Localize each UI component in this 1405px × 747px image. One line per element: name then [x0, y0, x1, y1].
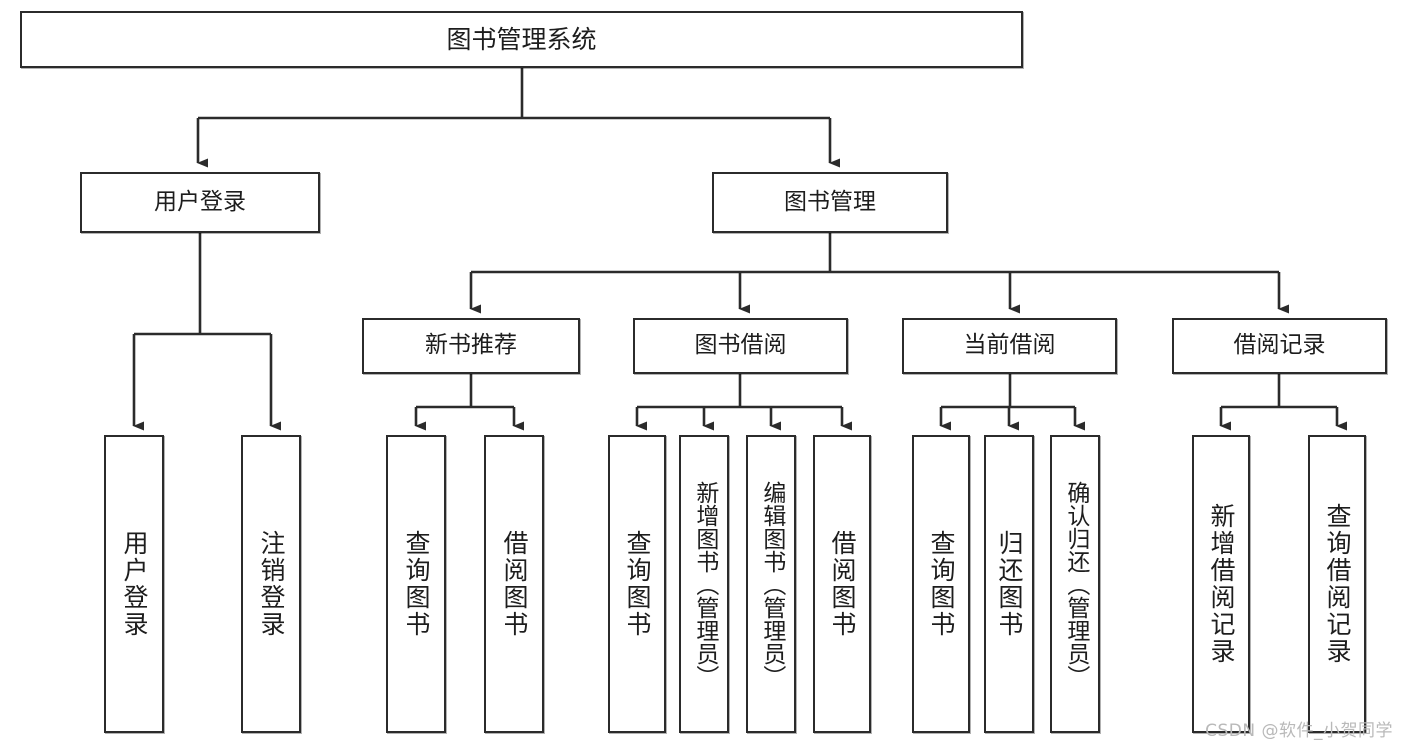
node-new-book-recommend-label: 新书推荐 [425, 332, 517, 359]
node-leaf-borrow-book[interactable]: 借阅图书 [813, 435, 871, 733]
node-leaf-query-record-label: 查询借阅记录 [1323, 503, 1352, 665]
node-leaf-add-record-label: 新增借阅记录 [1207, 503, 1236, 665]
node-book-manage[interactable]: 图书管理 [712, 172, 948, 233]
node-leaf-borrow-book-rec-label: 借阅图书 [500, 530, 529, 638]
node-leaf-query-book-cur[interactable]: 查询图书 [912, 435, 970, 733]
node-leaf-query-record[interactable]: 查询借阅记录 [1308, 435, 1366, 733]
node-leaf-add-book[interactable]: 新增图书（管理员） [679, 435, 729, 733]
node-borrow-record-label: 借阅记录 [1233, 332, 1326, 359]
node-leaf-add-record[interactable]: 新增借阅记录 [1192, 435, 1250, 733]
node-current-borrow-label: 当前借阅 [963, 332, 1056, 359]
node-leaf-query-book-borrow[interactable]: 查询图书 [608, 435, 666, 733]
node-leaf-user-logout[interactable]: 注销登录 [241, 435, 301, 733]
node-borrow-record[interactable]: 借阅记录 [1172, 318, 1387, 374]
node-leaf-query-book-cur-label: 查询图书 [927, 530, 956, 638]
node-user-login-label: 用户登录 [154, 188, 246, 215]
node-leaf-confirm-return[interactable]: 确认归还（管理员） [1050, 435, 1100, 733]
node-leaf-borrow-book-rec[interactable]: 借阅图书 [484, 435, 544, 733]
node-leaf-user-login-label: 用户登录 [120, 530, 149, 638]
node-root-label: 图书管理系统 [446, 24, 597, 54]
node-leaf-user-login[interactable]: 用户登录 [104, 435, 164, 733]
node-user-login[interactable]: 用户登录 [80, 172, 320, 233]
node-leaf-query-book-rec-label: 查询图书 [402, 530, 431, 638]
node-root[interactable]: 图书管理系统 [20, 11, 1023, 68]
node-leaf-edit-book[interactable]: 编辑图书（管理员） [746, 435, 796, 733]
node-book-borrow[interactable]: 图书借阅 [633, 318, 848, 374]
node-leaf-confirm-return-label: 确认归还（管理员） [1062, 480, 1089, 688]
node-leaf-add-book-label: 新增图书（管理员） [691, 480, 718, 688]
node-leaf-user-logout-label: 注销登录 [257, 530, 286, 638]
node-current-borrow[interactable]: 当前借阅 [902, 318, 1117, 374]
node-leaf-return-book-label: 归还图书 [995, 530, 1024, 638]
node-leaf-return-book[interactable]: 归还图书 [984, 435, 1034, 733]
node-leaf-borrow-book-label: 借阅图书 [828, 530, 857, 638]
node-leaf-query-book-rec[interactable]: 查询图书 [386, 435, 446, 733]
node-new-book-recommend[interactable]: 新书推荐 [362, 318, 580, 374]
node-book-borrow-label: 图书借阅 [694, 332, 787, 359]
csdn-watermark: CSDN @软件_小贺同学 [1205, 721, 1393, 741]
node-leaf-query-book-borrow-label: 查询图书 [623, 530, 652, 638]
node-leaf-edit-book-label: 编辑图书（管理员） [758, 480, 785, 688]
node-book-manage-label: 图书管理 [784, 188, 876, 215]
